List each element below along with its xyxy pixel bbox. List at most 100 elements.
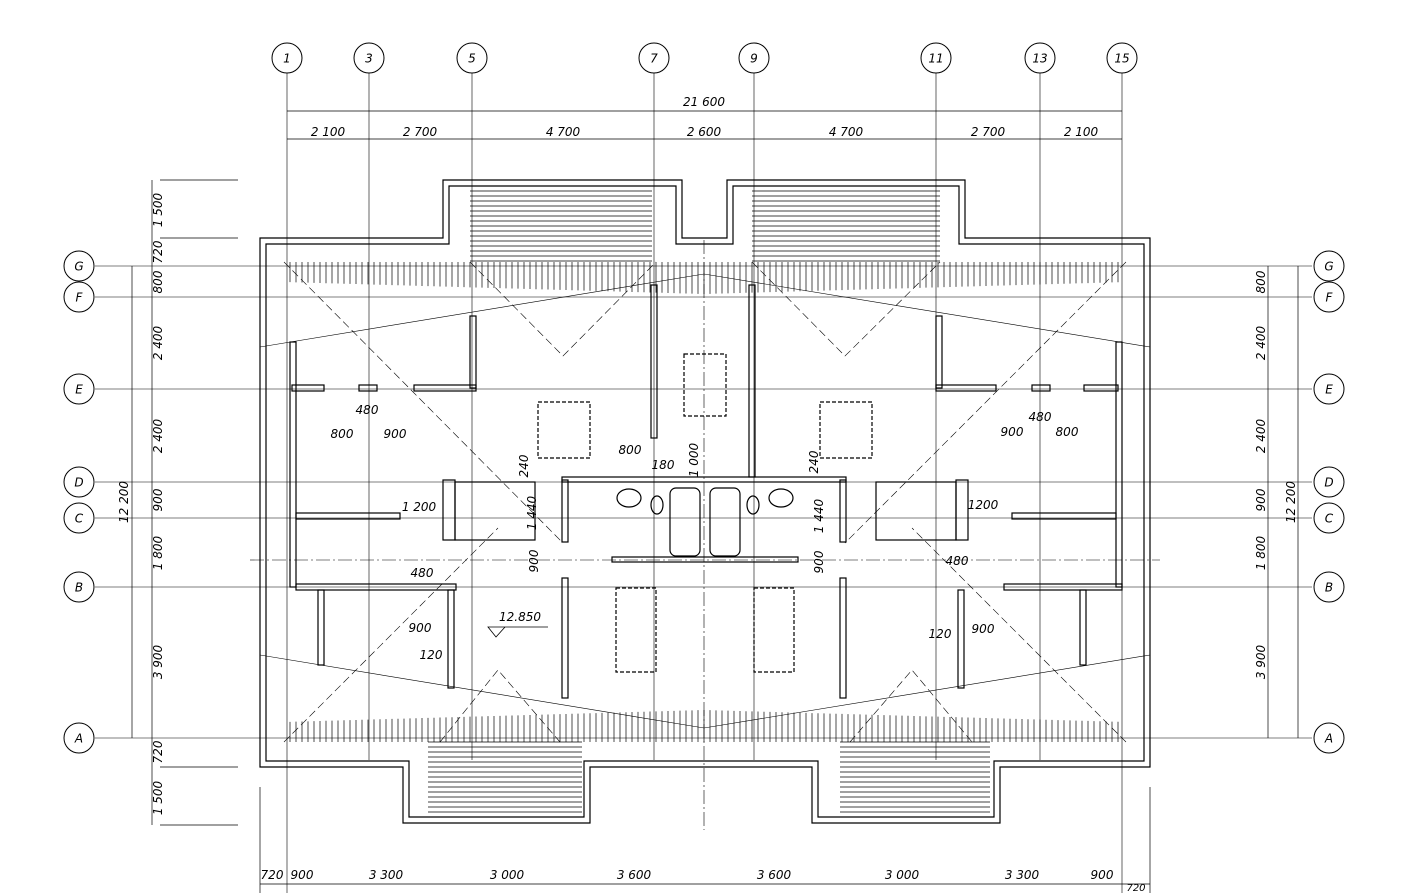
note-240-right: 240 xyxy=(807,450,821,473)
dimension-lines xyxy=(131,110,1299,893)
axis-row-left-G-circle xyxy=(63,250,95,282)
washbasin-1 xyxy=(616,488,642,508)
bathtub-1 xyxy=(669,487,701,557)
wall-core-bot xyxy=(611,556,799,563)
dim-bottom-7: 3 000 xyxy=(885,868,920,882)
axis-col-7-label: 7 xyxy=(650,52,658,66)
dim-top-7: 2 100 xyxy=(1064,125,1099,139)
axis-row-right-D-label: D xyxy=(1324,476,1333,490)
wall-c-left xyxy=(295,512,401,520)
dim-top-3: 4 700 xyxy=(546,125,581,139)
bathtub-2 xyxy=(709,487,741,557)
axis-row-right-A-circle xyxy=(1313,722,1345,754)
wall-v-l6 xyxy=(561,479,569,543)
axis-col-5-circle xyxy=(456,42,488,74)
wall-outlines xyxy=(259,179,1151,824)
axis-row-left-E-label: E xyxy=(75,383,83,397)
axis-col-15-label: 15 xyxy=(1114,52,1129,66)
level-triangle-icon xyxy=(487,626,548,638)
dim-bottom-3: 3 300 xyxy=(369,868,404,882)
dim-bottom-6: 3 600 xyxy=(757,868,792,882)
roof-hatching xyxy=(289,185,1119,813)
dim-left-3: 800 xyxy=(151,270,165,293)
axis-row-left-F-label: F xyxy=(76,291,84,305)
dim-left-5: 2 400 xyxy=(151,418,165,453)
dim-left-2: 720 xyxy=(151,240,165,263)
note-480-right-bottom: 480 xyxy=(946,554,969,568)
dim-bottom-2: 900 xyxy=(291,868,314,882)
wall-v-l4 xyxy=(447,589,455,689)
wall-v-l1 xyxy=(469,315,477,389)
axis-col-13-circle xyxy=(1024,42,1056,74)
wall-e-l2 xyxy=(358,384,378,392)
dim-bottom-4: 3 000 xyxy=(490,868,525,882)
wall-e-l3 xyxy=(413,384,477,392)
dim-bottom-1: 720 xyxy=(261,868,284,882)
wall-e-r2 xyxy=(1031,384,1051,392)
stair-left xyxy=(454,481,536,541)
wall-e-l1 xyxy=(291,384,325,392)
axis-col-3-circle xyxy=(353,42,385,74)
skylight-1 xyxy=(537,401,591,459)
axis-row-left-G-label: G xyxy=(74,260,83,274)
note-900-v-left: 900 xyxy=(527,549,541,572)
wall-e-r3 xyxy=(1083,384,1119,392)
axis-row-right-G-circle xyxy=(1313,250,1345,282)
grid-lines xyxy=(95,70,1312,893)
toilet-1 xyxy=(650,495,664,515)
axis-row-right-A-label: A xyxy=(1324,732,1333,746)
axis-row-right-G-label: G xyxy=(1324,260,1333,274)
dim-overall-top: 21 600 xyxy=(683,95,725,109)
dimension-texts: 21 600 2 100 2 700 4 700 2 600 4 700 2 7… xyxy=(117,95,1298,893)
axis-row-left-A-label: A xyxy=(74,732,83,746)
dim-bottom-10: 720 xyxy=(1126,883,1145,893)
axis-row-right-E-circle xyxy=(1313,373,1345,405)
roof-slope-lines xyxy=(259,273,1151,729)
axis-row-left-B-label: B xyxy=(75,581,83,595)
note-900-bl: 900 xyxy=(409,621,432,635)
skylight-2 xyxy=(819,401,873,459)
wall-v-r6 xyxy=(839,479,847,543)
note-900-br: 900 xyxy=(972,622,995,636)
axis-col-3-label: 3 xyxy=(365,52,373,66)
axis-row-left-E-circle xyxy=(63,373,95,405)
axis-row-right-C-label: C xyxy=(1325,512,1334,526)
wall-v-r3 xyxy=(955,479,969,541)
washbasin-2 xyxy=(768,488,794,508)
note-240-left: 240 xyxy=(517,454,531,477)
dim-top-4: 2 600 xyxy=(687,125,722,139)
note-900-v-right: 900 xyxy=(812,550,826,573)
axis-row-right-D-circle xyxy=(1313,466,1345,498)
note-texts: 480 800 900 480 900 800 800 180 1 000 24… xyxy=(331,403,1079,662)
skylight-4 xyxy=(615,587,657,673)
axis-row-left-A-circle xyxy=(63,722,95,754)
axis-row-right-B-label: B xyxy=(1325,581,1333,595)
dim-right-6: 3 900 xyxy=(1254,644,1268,679)
axis-col-15-circle xyxy=(1106,42,1138,74)
skylight-5 xyxy=(753,587,795,673)
note-1440-right: 1 440 xyxy=(812,498,826,533)
wall-v-l3 xyxy=(442,479,456,541)
axis-row-right-E-label: E xyxy=(1325,383,1333,397)
level-mark: 12.850 xyxy=(499,610,541,624)
dim-right-5: 1 800 xyxy=(1254,535,1268,570)
axis-row-left-C-label: C xyxy=(75,512,84,526)
wall-v-r2 xyxy=(1079,589,1087,666)
dim-right-4: 900 xyxy=(1254,488,1268,511)
dim-top-5: 4 700 xyxy=(829,125,864,139)
note-1000: 1 000 xyxy=(687,442,701,477)
note-800-center: 800 xyxy=(619,443,642,457)
axis-row-right-F-label: F xyxy=(1326,291,1334,305)
dim-left-9: 720 xyxy=(151,740,165,763)
dim-left-8: 3 900 xyxy=(151,644,165,679)
note-800-right: 800 xyxy=(1056,425,1079,439)
axis-row-left-C-circle xyxy=(63,502,95,534)
note-120-right: 120 xyxy=(929,627,952,641)
dim-top-6: 2 700 xyxy=(971,125,1006,139)
dim-left-4: 2 400 xyxy=(151,325,165,360)
dim-bottom-5: 3 600 xyxy=(617,868,652,882)
dim-bottom-8: 3 300 xyxy=(1005,868,1040,882)
wall-left xyxy=(289,341,297,588)
